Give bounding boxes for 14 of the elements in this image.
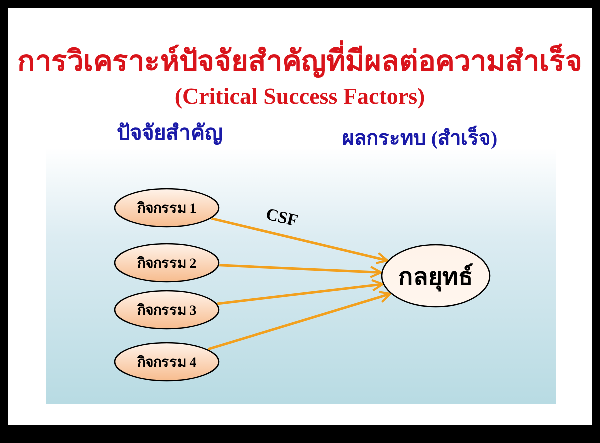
activity-ellipse: กิจกรรม 4: [114, 342, 220, 382]
edge-label: CSF: [262, 203, 301, 232]
arrow: [220, 264, 382, 278]
arrow: [208, 291, 392, 351]
activity-ellipse: กิจกรรม 3: [114, 290, 220, 330]
arrow: [211, 217, 389, 264]
arrow: [217, 279, 384, 306]
strategy-ellipse: กลยุทธ์: [381, 244, 491, 308]
column-heading: ผลกระทบ (สำเร็จ): [320, 122, 520, 154]
column-heading: ปัจจัยสำคัญ: [116, 120, 224, 148]
subtitle: (Critical Success Factors): [174, 84, 426, 110]
activity-ellipse: กิจกรรม 2: [114, 243, 220, 283]
activity-ellipse: กิจกรรม 1: [114, 188, 220, 228]
title: การวิเคราะห์ปัจจัยสำคัญที่มีผลต่อความสำเร็จ: [0, 38, 600, 84]
